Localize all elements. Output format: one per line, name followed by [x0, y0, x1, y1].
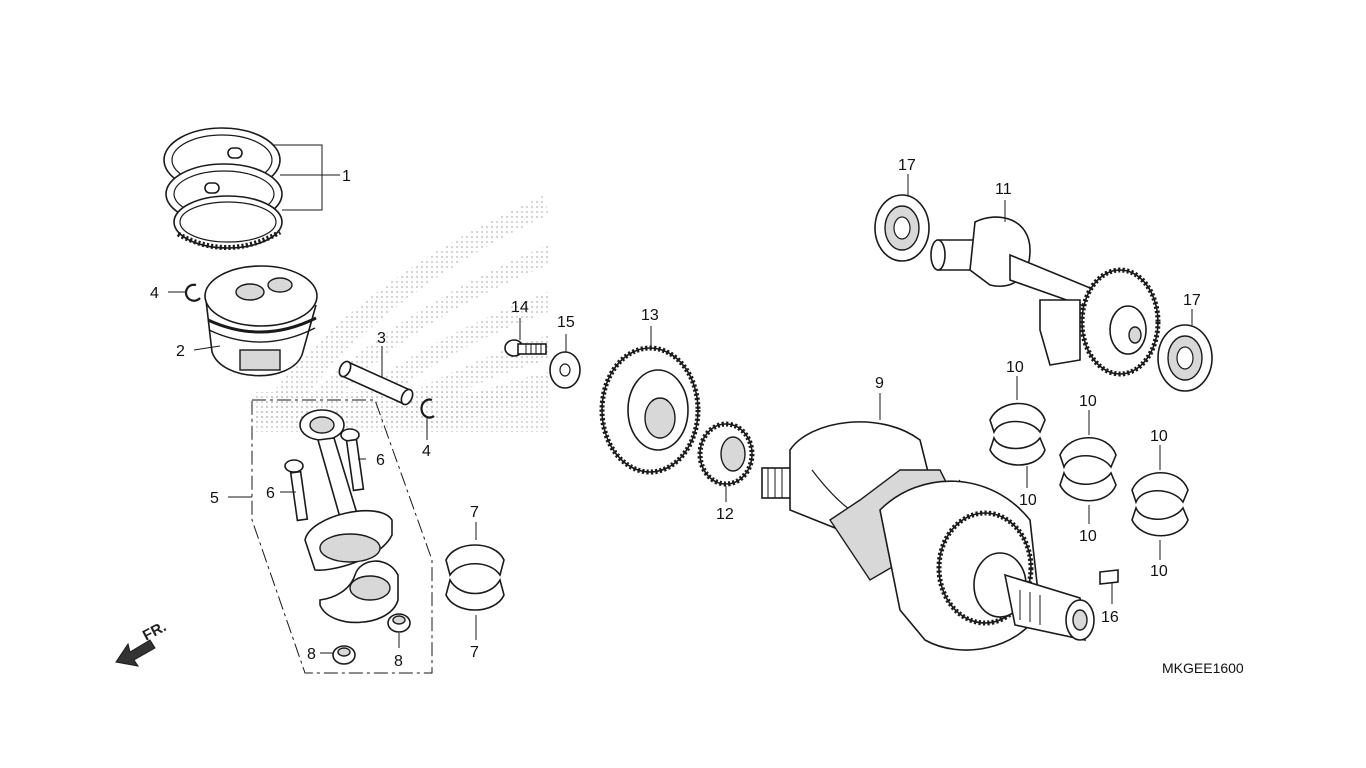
callout-10-f: 10: [1150, 563, 1168, 580]
callout-10-e: 10: [1150, 428, 1168, 445]
main-bearing-3-upper: [1131, 471, 1189, 505]
callout-10-c: 10: [1079, 393, 1097, 410]
connecting-rod-group-outline: [251, 399, 433, 674]
piston-pin-clip-bottom: [420, 398, 435, 419]
leader-lines: [168, 144, 1193, 654]
small-drive-gear: [697, 421, 755, 487]
callout-12: 12: [716, 506, 734, 523]
balancer-shaft: [930, 216, 1161, 377]
gear-bolt: [504, 339, 547, 357]
diagram-code: MKGEE1600: [1162, 660, 1244, 676]
piston-pin: [338, 360, 414, 406]
connecting-rod: [299, 409, 393, 571]
main-bearing-3-lower: [1131, 505, 1189, 537]
crankpin-bearing-upper: [445, 544, 505, 577]
balancer-bearing-right: [1157, 324, 1213, 392]
callout-9: 9: [875, 375, 884, 392]
front-arrow-icon: FR.: [115, 618, 169, 667]
callout-16: 16: [1101, 609, 1119, 626]
callout-17-left: 17: [898, 157, 916, 174]
rod-nut-right: [387, 613, 411, 633]
callout-8-left: 8: [307, 646, 316, 663]
crankshaft: [761, 421, 1095, 651]
connecting-rod-bolt-right: [340, 428, 365, 492]
rod-nut-left: [332, 645, 356, 665]
gear-washer: [549, 351, 581, 389]
callout-4-top: 4: [150, 285, 159, 302]
callout-7-bottom: 7: [470, 644, 479, 661]
callout-labels: 1 2 3 4 4 5 6 6 7 7 8 8 9 10 10 10 10 10…: [150, 157, 1201, 670]
callout-14: 14: [511, 299, 529, 316]
callout-6-left: 6: [266, 485, 275, 502]
piston-rings: [163, 127, 283, 250]
piston-pin-clip-top: [184, 283, 201, 302]
callout-13: 13: [641, 307, 659, 324]
primary-drive-gear: [599, 345, 701, 475]
callout-7-top: 7: [470, 504, 479, 521]
main-bearing-2-lower: [1059, 470, 1117, 502]
crankshaft-key: [1099, 569, 1119, 585]
callout-3: 3: [377, 330, 386, 347]
connecting-rod-bolt-left: [284, 459, 309, 522]
main-bearing-1-lower: [989, 435, 1046, 466]
callout-11: 11: [995, 181, 1012, 198]
callout-10-d: 10: [1079, 528, 1097, 545]
callout-17-right: 17: [1183, 292, 1201, 309]
crankpin-bearing-lower: [445, 577, 505, 611]
main-bearing-1-upper: [989, 402, 1046, 435]
callout-15: 15: [557, 314, 575, 331]
connecting-rod-cap: [319, 560, 399, 624]
callout-6-right: 6: [376, 452, 385, 469]
main-bearing-2-upper: [1059, 436, 1117, 470]
callout-4-bottom: 4: [422, 443, 431, 460]
callout-10-a: 10: [1006, 359, 1024, 376]
piston: [204, 265, 318, 377]
callout-2: 2: [176, 343, 185, 360]
callout-1: 1: [342, 168, 351, 185]
callout-10-b: 10: [1019, 492, 1037, 509]
callout-5: 5: [210, 490, 219, 507]
balancer-bearing-left: [874, 194, 930, 262]
callout-8-right: 8: [394, 653, 403, 670]
front-direction-label: FR.: [140, 618, 169, 644]
